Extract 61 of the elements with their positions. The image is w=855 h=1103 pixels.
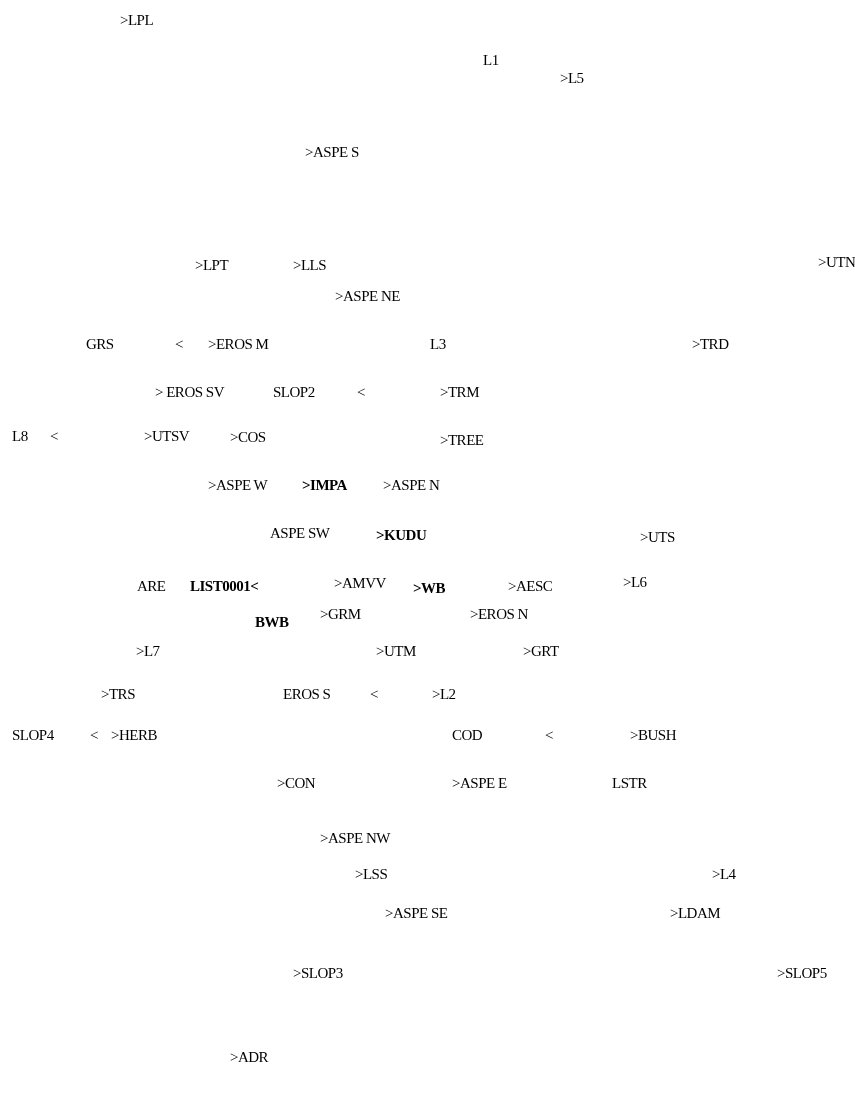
map-label: >SLOP5	[777, 964, 827, 982]
map-label: >GRT	[523, 642, 559, 660]
map-label: >UTM	[376, 642, 416, 660]
map-label: >ASPE NW	[320, 829, 390, 847]
map-label: GRS	[86, 335, 114, 353]
map-label: >TRM	[440, 383, 479, 401]
map-label: LSTR	[612, 774, 647, 792]
map-label: >ASPE NE	[335, 287, 400, 305]
map-label: >TRD	[692, 335, 729, 353]
map-label: >EROS M	[208, 335, 269, 353]
map-label: >ASPE W	[208, 476, 268, 494]
map-label: >LPT	[195, 256, 229, 274]
map-label: <	[90, 726, 98, 744]
map-label: >ASPE N	[383, 476, 440, 494]
map-label: >BUSH	[630, 726, 676, 744]
map-label: ARE	[137, 577, 166, 595]
map-label: <	[50, 427, 58, 445]
map-label: ASPE SW	[270, 524, 330, 542]
map-label: L1	[483, 51, 499, 69]
map-label: >L5	[560, 69, 584, 87]
map-label: >ASPE E	[452, 774, 507, 792]
map-label: SLOP2	[273, 383, 315, 401]
map-label: >IMPA	[302, 476, 347, 494]
map-label: SLOP4	[12, 726, 54, 744]
map-label: >COS	[230, 428, 266, 446]
map-label: >HERB	[111, 726, 157, 744]
map-label: >ADR	[230, 1048, 269, 1066]
map-label: >L6	[623, 573, 647, 591]
map-label: >LLS	[293, 256, 327, 274]
map-label: >LDAM	[670, 904, 721, 922]
map-label: > EROS SV	[155, 383, 224, 401]
map-label: >L4	[712, 865, 736, 883]
map-label: <	[175, 335, 183, 353]
map-label: >ASPE SE	[385, 904, 448, 922]
map-label: >UTSV	[144, 427, 190, 445]
map-label: >SLOP3	[293, 964, 343, 982]
map-label: >ASPE S	[305, 143, 359, 161]
map-label: L3	[430, 335, 446, 353]
map-label: >KUDU	[376, 526, 427, 544]
map-label: >AMVV	[334, 574, 386, 592]
map-label: >TRS	[101, 685, 135, 703]
map-label: >L2	[432, 685, 456, 703]
map-label: COD	[452, 726, 483, 744]
map-label: <	[357, 383, 365, 401]
map-label: >L7	[136, 642, 160, 660]
map-label: >GRM	[320, 605, 361, 623]
map-label: >CON	[277, 774, 316, 792]
map-label: >LPL	[120, 11, 154, 29]
map-label: L8	[12, 427, 28, 445]
map-label: BWB	[255, 613, 289, 631]
map-label: EROS S	[283, 685, 331, 703]
map-label: LIST0001<	[190, 577, 259, 595]
map-label: >AESC	[508, 577, 553, 595]
map-label: <	[545, 726, 553, 744]
map-label: <	[370, 685, 378, 703]
map-label: >WB	[413, 579, 446, 597]
map-label: >EROS N	[470, 605, 528, 623]
map-label: >UTN	[818, 253, 855, 271]
map-label: >TREE	[440, 431, 484, 449]
map-label: >UTS	[640, 528, 675, 546]
map-label: >LSS	[355, 865, 388, 883]
